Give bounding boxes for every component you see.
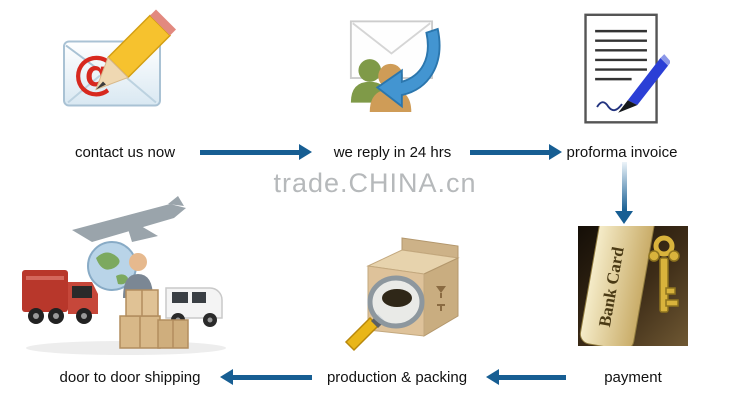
arrow-payment-to-production xyxy=(486,369,566,385)
arrow-head-icon xyxy=(549,144,562,160)
fragile-marks xyxy=(436,286,446,311)
arrow-production-to-shipping xyxy=(220,369,312,385)
box-magnifier-icon xyxy=(340,220,470,352)
logistics-truck-plane-icon xyxy=(20,196,232,358)
arrow-contact-to-reply xyxy=(200,144,312,160)
step-label-reply: we reply in 24 hrs xyxy=(333,144,452,161)
arrow-shaft xyxy=(621,162,627,211)
watermark-text: trade.CHINA.cn xyxy=(273,168,477,198)
arrow-shaft xyxy=(499,374,566,380)
arrow-invoice-to-payment xyxy=(614,162,634,224)
arrow-reply-to-invoice xyxy=(470,144,562,160)
arrow-head-icon xyxy=(220,369,233,385)
step-label-production: production & packing xyxy=(326,369,468,386)
reply-mail-icon xyxy=(332,14,450,126)
arrow-shaft xyxy=(233,374,312,380)
arrow-shaft xyxy=(200,149,299,155)
arrow-head-icon xyxy=(486,369,499,385)
arrow-head-icon xyxy=(615,211,633,224)
bank-card-key-photo: Bank Card xyxy=(577,226,689,346)
step-label-shipping: door to door shipping xyxy=(59,369,201,386)
step-label-payment: payment xyxy=(604,369,662,386)
step-label-invoice: proforma invoice xyxy=(566,144,678,161)
airplane-shape xyxy=(72,196,186,242)
arrow-head-icon xyxy=(299,144,312,160)
parcel-boxes xyxy=(119,289,189,349)
step-label-contact: contact us now xyxy=(74,144,176,161)
email-pencil-icon: @ xyxy=(58,6,193,134)
document-pen-icon xyxy=(574,8,670,132)
arrow-shaft xyxy=(470,149,549,155)
